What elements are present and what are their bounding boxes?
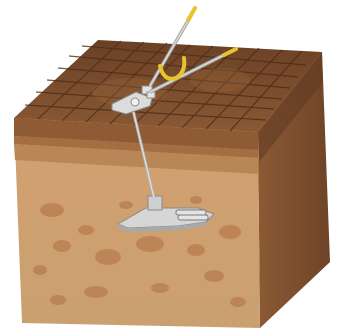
driving-rod-icon bbox=[148, 6, 238, 94]
soil-right-face-icon bbox=[258, 52, 330, 328]
anchor-plate-icon bbox=[116, 195, 215, 232]
tensioned-cable-icon bbox=[131, 109, 156, 199]
topsoil-layer-icon bbox=[14, 118, 259, 174]
anchor-head-plate-icon bbox=[111, 85, 156, 115]
